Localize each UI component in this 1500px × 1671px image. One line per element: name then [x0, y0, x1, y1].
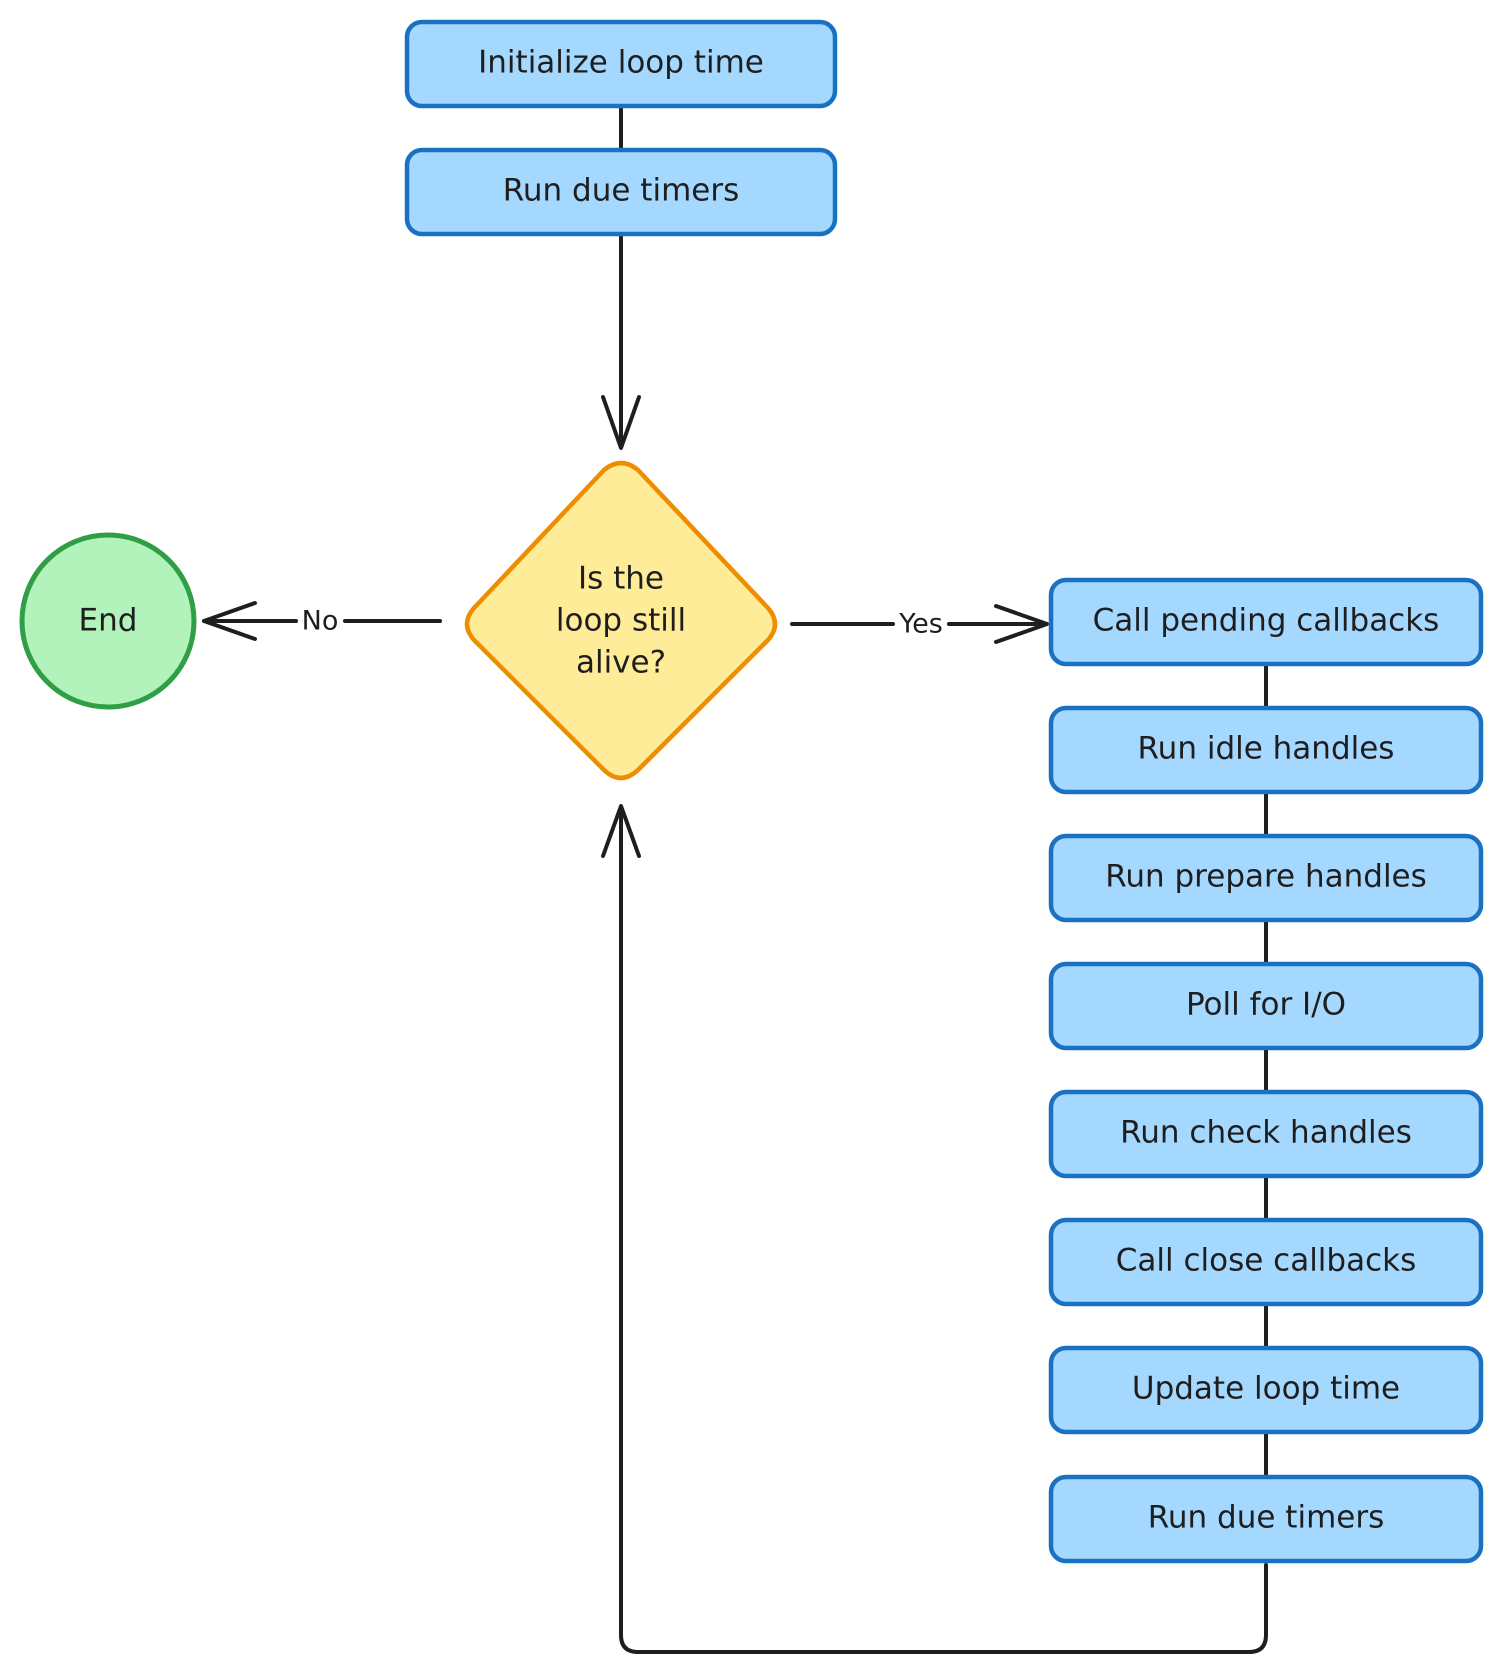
decision-line-1: Is the: [578, 561, 664, 597]
step-label: Run prepare handles: [1105, 859, 1427, 895]
step-label: Run due timers: [503, 173, 739, 209]
step-label: Update loop time: [1132, 1371, 1400, 1407]
arrowhead-into-decision-bottom: [601, 804, 641, 858]
step-run-prepare-handles: Run prepare handles: [1048, 833, 1484, 923]
step-label: Initialize loop time: [478, 45, 764, 81]
decision-line-2: loop still: [556, 603, 686, 639]
end-label: End: [79, 603, 138, 639]
step-run-due-timers-initial: Run due timers: [404, 147, 838, 237]
step-run-due-timers-loop: Run due timers: [1048, 1474, 1484, 1564]
arrowhead-into-loop: [994, 604, 1049, 644]
step-run-check-handles: Run check handles: [1048, 1089, 1484, 1179]
yes-label: Yes: [898, 609, 943, 640]
decision-loop-alive: Is the loop still alive?: [464, 460, 778, 781]
end-node: End: [19, 532, 197, 710]
decision-line-3: alive?: [576, 645, 666, 681]
arrowhead-into-decision-top: [601, 395, 641, 450]
step-update-loop-time: Update loop time: [1048, 1345, 1484, 1435]
step-label: Call pending callbacks: [1093, 603, 1440, 639]
step-label: Call close callbacks: [1116, 1243, 1417, 1279]
step-label: Run idle handles: [1138, 731, 1395, 767]
connector-loop-return: [619, 806, 1268, 1654]
step-label: Run due timers: [1148, 1500, 1384, 1536]
arrowhead-into-end: [202, 601, 257, 641]
step-poll-for-io: Poll for I/O: [1048, 961, 1484, 1051]
no-label: No: [302, 606, 339, 637]
step-label: Poll for I/O: [1186, 987, 1346, 1023]
step-call-pending-callbacks: Call pending callbacks: [1048, 577, 1484, 667]
step-call-close-callbacks: Call close callbacks: [1048, 1217, 1484, 1307]
step-run-idle-handles: Run idle handles: [1048, 705, 1484, 795]
step-initialize-loop-time: Initialize loop time: [404, 19, 838, 109]
step-label: Run check handles: [1120, 1115, 1412, 1151]
